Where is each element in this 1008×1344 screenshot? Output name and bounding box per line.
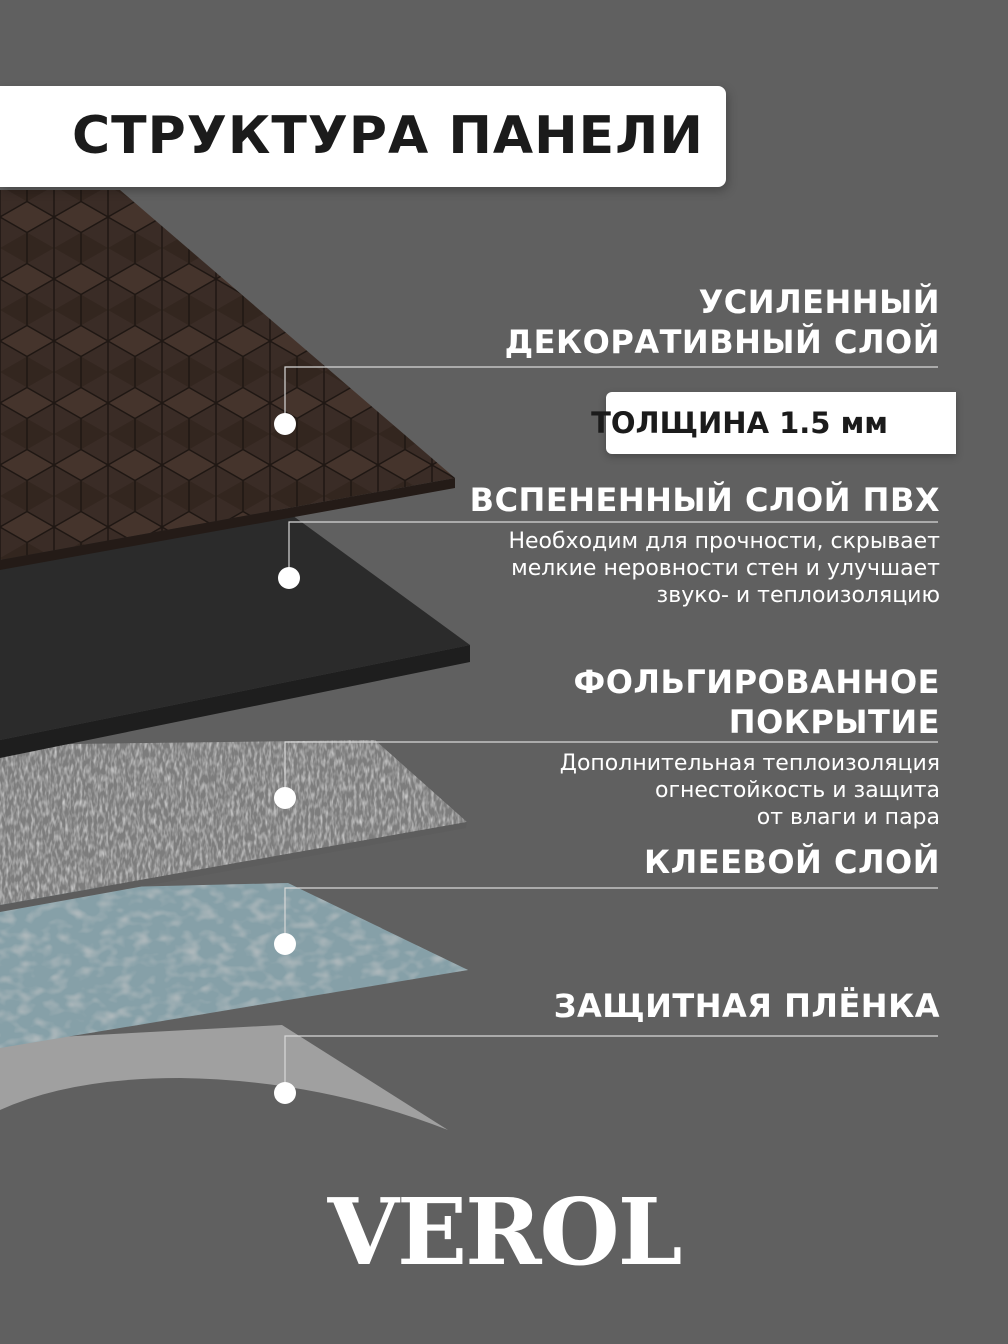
- foil-desc-line1: Дополнительная теплоизоляция: [559, 751, 940, 776]
- pvc-layer-heading: ВСПЕНЕННЫЙ СЛОЙ ПВХ: [469, 481, 940, 519]
- pvc-foam-layer: [0, 510, 470, 740]
- foil-desc-line3: от влаги и пара: [756, 805, 940, 830]
- film-layer-heading: ЗАЩИТНАЯ ПЛЁНКА: [553, 987, 940, 1025]
- foil-layer-heading: ФОЛЬГИРОВАННОЕ ПОКРЫТИЕ: [573, 662, 940, 742]
- foil-heading-line2: ПОКРЫТИЕ: [728, 703, 940, 741]
- pvc-desc-line2: мелкие неровности стен и улучшает: [511, 556, 940, 581]
- title-banner: СТРУКТУРА ПАНЕЛИ: [0, 86, 726, 187]
- thickness-text: ТОЛЩИНА 1.5 мм: [591, 406, 888, 440]
- callout-dot-foil: [274, 787, 296, 809]
- pvc-layer-description: Необходим для прочности, скрывает мелкие…: [508, 528, 940, 609]
- pvc-desc-line1: Необходим для прочности, скрывает: [508, 529, 940, 554]
- foil-desc-line2: огнестойкость и защита: [654, 778, 940, 803]
- decor-heading-line2: ДЕКОРАТИВНЫЙ СЛОЙ: [504, 323, 940, 361]
- pvc-desc-line3: звуко- и теплоизоляцию: [656, 583, 940, 608]
- decor-layer-heading: УСИЛЕННЫЙ ДЕКОРАТИВНЫЙ СЛОЙ: [505, 282, 940, 362]
- page-title: СТРУКТУРА ПАНЕЛИ: [72, 106, 704, 166]
- callout-dot-film: [274, 1082, 296, 1104]
- thickness-badge: ТОЛЩИНА 1.5 мм: [591, 392, 956, 454]
- foil-layer-description: Дополнительная теплоизоляция огнестойкос…: [560, 750, 940, 831]
- adhesive-layer-heading: КЛЕЕВОЙ СЛОЙ: [643, 843, 940, 881]
- foil-heading-line1: ФОЛЬГИРОВАННОЕ: [573, 663, 940, 701]
- decor-heading-line1: УСИЛЕННЫЙ: [698, 283, 940, 321]
- brand-logo: VEROL: [327, 1178, 683, 1286]
- protective-film-layer: [0, 1025, 448, 1130]
- decorative-layer: [0, 190, 455, 560]
- callout-dot-adhesive: [274, 933, 296, 955]
- callout-dot-pvc: [278, 567, 300, 589]
- callout-dot-decor: [274, 413, 296, 435]
